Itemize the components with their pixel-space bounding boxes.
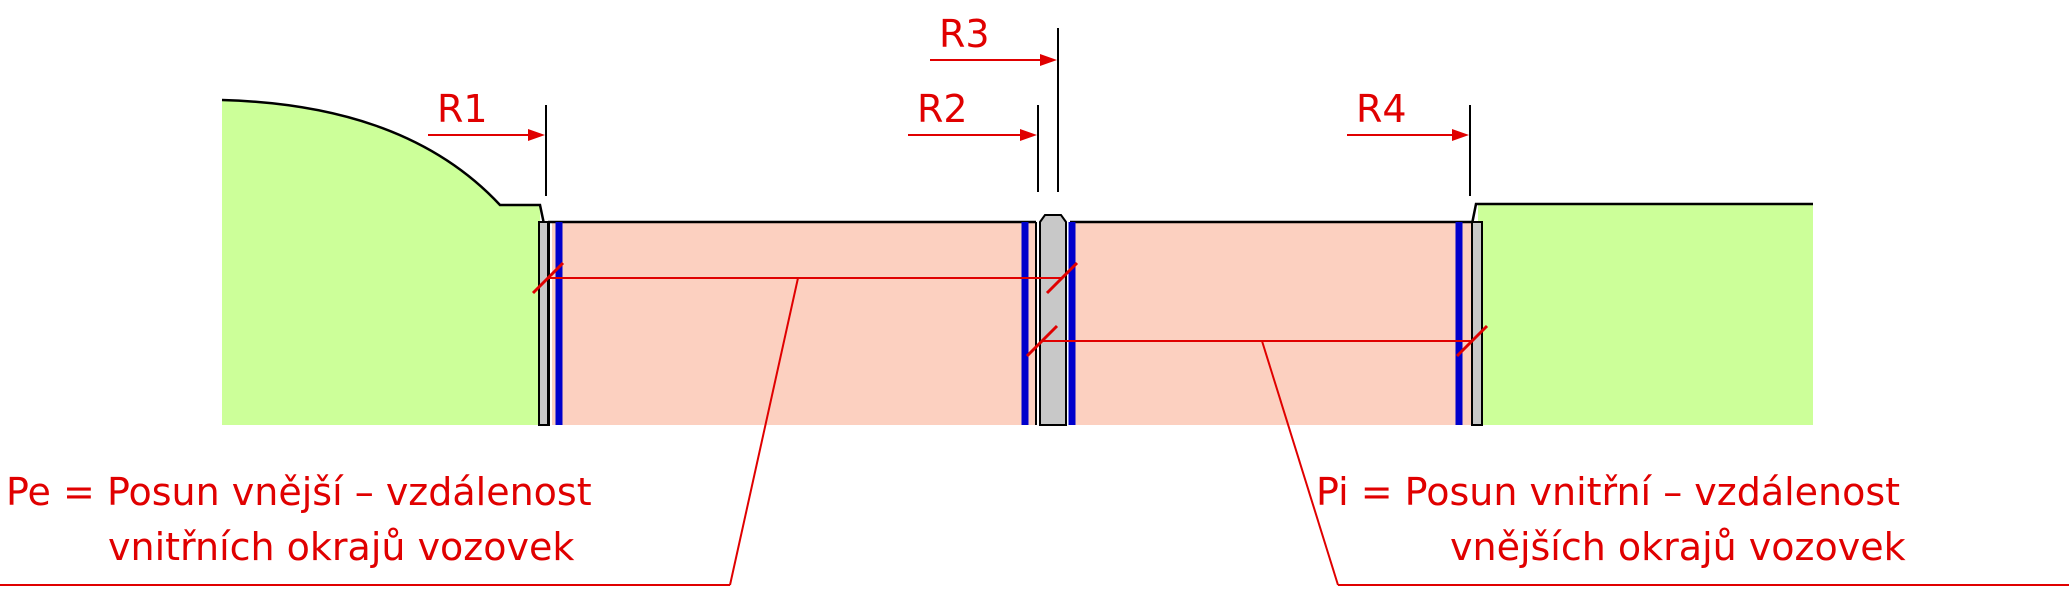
right-curb xyxy=(1471,221,1483,426)
median-curb xyxy=(1039,214,1067,426)
right-terrain xyxy=(1478,204,1813,425)
left-roadway xyxy=(552,222,1036,425)
right-terrain-outline xyxy=(1470,202,1813,225)
r3-marker: R3 xyxy=(930,12,1059,192)
r4-label: R4 xyxy=(1356,87,1407,131)
pe-dimension xyxy=(0,261,1079,586)
pi-dimension xyxy=(1025,324,2069,586)
r2-label: R2 xyxy=(917,87,968,131)
r1-marker: R1 xyxy=(428,87,547,196)
right-roadway xyxy=(1070,222,1472,425)
pi-note-line1: Pi = Posun vnitřní – vzdálenost xyxy=(1316,470,1900,514)
pi-leader xyxy=(1261,340,1339,586)
pi-note-line2: vnějších okrajů vozovek xyxy=(1450,525,1906,569)
pe-note-line2: vnitřních okrajů vozovek xyxy=(108,525,574,569)
r2-marker: R2 xyxy=(908,87,1039,192)
pe-leader xyxy=(729,277,799,586)
r3-label: R3 xyxy=(939,12,990,56)
r1-label: R1 xyxy=(437,87,488,131)
left-terrain-outline xyxy=(221,98,546,225)
r4-marker: R4 xyxy=(1347,87,1471,196)
pe-note-line1: Pe = Posun vnější – vzdálenost xyxy=(6,470,592,514)
left-terrain xyxy=(222,100,540,425)
